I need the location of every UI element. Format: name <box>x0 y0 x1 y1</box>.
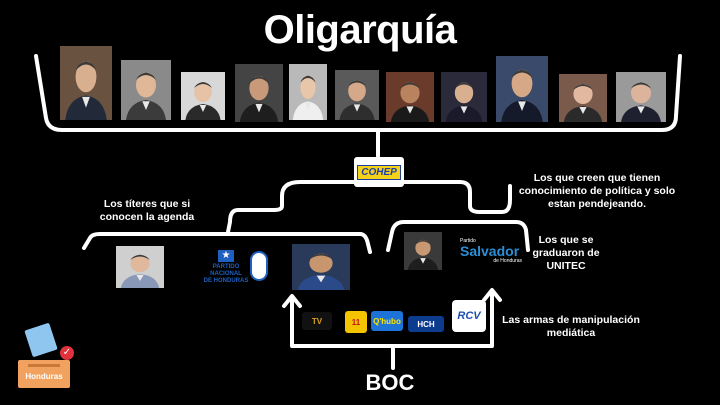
cohep-logo: COHEP <box>354 157 404 187</box>
ballot-slot <box>28 364 60 367</box>
party-shield-icon <box>250 251 268 281</box>
salvador-word: Salvador <box>460 243 520 259</box>
oligarch-photo-4 <box>235 64 283 122</box>
oligarch-photo-10 <box>559 74 607 122</box>
armas-label: Las armas de manipulación mediática <box>502 314 640 339</box>
ballot-box: Honduras <box>18 360 70 388</box>
check-badge-icon: ✓ <box>60 346 74 360</box>
oligarch-photo-2 <box>121 60 171 120</box>
oligarch-photo-9 <box>496 56 548 122</box>
oligarch-photo-3 <box>181 72 225 120</box>
titere-photo-2 <box>292 244 350 290</box>
partido-line2: NACIONAL <box>210 271 242 277</box>
unitec-photo <box>404 232 442 270</box>
left-branch <box>226 180 364 234</box>
titeres-label: Los títeres que si conocen la agenda <box>99 198 195 223</box>
creen-label: Los que creen que tienen conocimiento de… <box>518 172 676 210</box>
ballot-box-icon: ✓ Honduras <box>14 322 78 392</box>
star-icon: ★ <box>218 250 234 262</box>
ballot-paper <box>24 322 58 358</box>
boc-label: BOC <box>365 370 415 395</box>
media-logo-4: HCH <box>408 316 444 332</box>
oligarch-photo-11 <box>616 72 666 122</box>
oligarch-photo-1 <box>60 46 112 120</box>
oligarch-photo-7 <box>386 72 434 122</box>
media-logo-1: TV <box>302 312 332 330</box>
partido-nacional-logo: ★ PARTIDO NACIONAL DE HONDURAS <box>198 250 270 286</box>
cohep-logo-text: COHEP <box>357 164 401 180</box>
titere-photo-1 <box>116 246 164 288</box>
page-title: Oligarquía <box>263 8 457 52</box>
oligarch-photo-5 <box>289 64 327 120</box>
media-logo-5: RCV <box>452 300 486 332</box>
salvador-logo: Partido Salvador de Honduras <box>460 238 522 264</box>
graduaron-label: Los que se graduaron de UNITEC <box>532 234 600 272</box>
right-branch <box>396 180 512 214</box>
media-logo-3: Q'hubo <box>371 311 403 331</box>
partido-line3: DE HONDURAS <box>203 278 249 284</box>
ballot-text: Honduras <box>25 372 63 381</box>
oligarch-photo-6 <box>335 70 379 120</box>
partido-line1: PARTIDO <box>212 264 240 270</box>
media-logo-2: 11 <box>345 311 367 333</box>
salvador-bottom: de Honduras <box>493 258 522 264</box>
oligarch-photo-8 <box>441 72 487 122</box>
salvador-top: Partido <box>460 238 476 244</box>
